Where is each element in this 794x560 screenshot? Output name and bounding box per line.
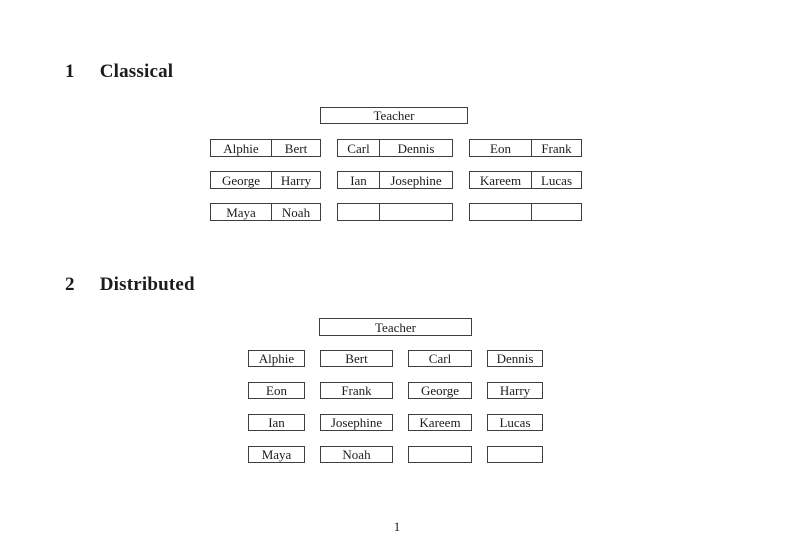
distributed-desk: Josephine <box>320 414 393 431</box>
desk-seat-right: Lucas <box>540 172 573 188</box>
section-number: 1 <box>65 61 75 82</box>
page-number: 1 <box>393 519 401 534</box>
distributed-desk: Frank <box>320 382 393 399</box>
distributed-desk: Ian <box>248 414 305 431</box>
distributed-desk: Lucas <box>487 414 543 431</box>
desk-seat-left: George <box>211 172 272 188</box>
desk-seat-right: Bert <box>284 140 308 156</box>
section-heading-classical: 1 Classical <box>65 62 173 81</box>
classical-desk: George Harry <box>210 171 321 189</box>
distributed-desk: Dennis <box>487 350 543 367</box>
desk-seat-right: Harry <box>280 172 312 188</box>
desk-seat-left: Kareem <box>470 172 532 188</box>
section-title: Classical <box>99 61 174 82</box>
distributed-desk: Eon <box>248 382 305 399</box>
desk-seat-right: Noah <box>281 204 311 220</box>
distributed-desk: Kareem <box>408 414 472 431</box>
distributed-desk: George <box>408 382 472 399</box>
distributed-desk: Noah <box>320 446 393 463</box>
distributed-desk: Harry <box>487 382 543 399</box>
classical-desk: Alphie Bert <box>210 139 321 157</box>
section-heading-distributed: 2 Distributed <box>65 275 195 294</box>
desk-seat-left: Ian <box>338 172 380 188</box>
distributed-desk-empty <box>408 446 472 463</box>
distributed-desk: Alphie <box>248 350 305 367</box>
desk-seat-left: Maya <box>211 204 272 220</box>
classical-desk-empty <box>469 203 582 221</box>
desk-seat-right: Dennis <box>397 140 435 156</box>
desk-seat-left: Carl <box>338 140 380 156</box>
classical-desk: Eon Frank <box>469 139 582 157</box>
teacher-box-distributed: Teacher <box>319 318 472 336</box>
desk-seat-left <box>338 204 380 220</box>
desk-seat-left: Eon <box>470 140 532 156</box>
distributed-desk: Carl <box>408 350 472 367</box>
desk-seat-right <box>532 204 581 220</box>
classical-desk: Maya Noah <box>210 203 321 221</box>
desk-seat-left <box>470 204 532 220</box>
desk-seat-right: Frank <box>541 140 572 156</box>
distributed-desk-empty <box>487 446 543 463</box>
classical-desk: Kareem Lucas <box>469 171 582 189</box>
desk-seat-right <box>380 204 452 220</box>
distributed-desk: Bert <box>320 350 393 367</box>
desk-seat-right: Josephine <box>390 172 442 188</box>
section-title: Distributed <box>99 274 195 295</box>
section-number: 2 <box>65 274 75 295</box>
classical-desk-empty <box>337 203 453 221</box>
teacher-box-classical: Teacher <box>320 107 468 124</box>
classical-desk: Ian Josephine <box>337 171 453 189</box>
distributed-desk: Maya <box>248 446 305 463</box>
teacher-label: Teacher <box>375 319 416 335</box>
desk-seat-left: Alphie <box>211 140 272 156</box>
teacher-label: Teacher <box>373 108 415 123</box>
classical-desk: Carl Dennis <box>337 139 453 157</box>
